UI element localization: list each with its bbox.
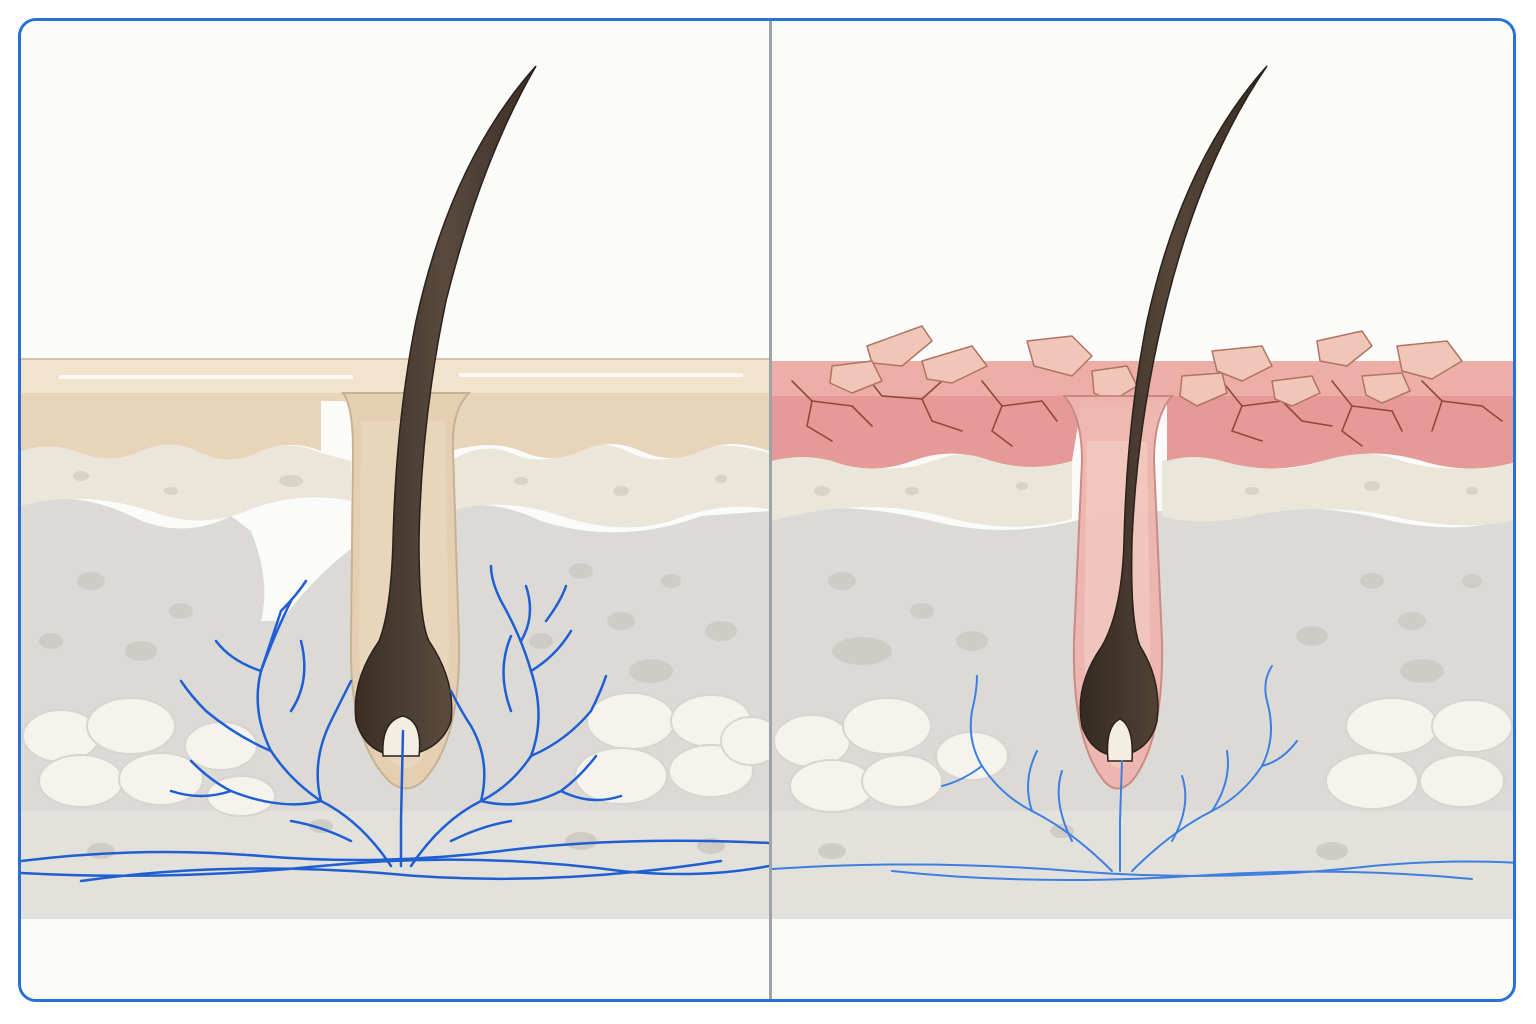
fat-cells <box>773 697 1513 813</box>
papillary-dermis <box>21 444 351 521</box>
dermis-cells <box>818 572 1482 860</box>
skin-cracks <box>791 370 1503 447</box>
damaged-skin-panel <box>772 21 1513 999</box>
blood-vessels-dense <box>21 564 769 883</box>
lower-dermis <box>21 811 769 919</box>
stratum-corneum <box>21 359 769 393</box>
dermis-cells <box>39 563 737 859</box>
blood-vessels-sparse <box>772 665 1513 881</box>
damaged-skin-illustration <box>772 21 1513 999</box>
dermal-papilla <box>382 715 421 757</box>
healthy-skin-illustration <box>21 21 769 999</box>
healthy-skin-panel <box>21 21 769 999</box>
figure-frame <box>18 18 1516 1002</box>
skin-flakes <box>829 325 1463 407</box>
dermal-papilla <box>1106 718 1133 762</box>
panel-divider <box>769 21 772 999</box>
papillary-dermis <box>772 453 1072 527</box>
